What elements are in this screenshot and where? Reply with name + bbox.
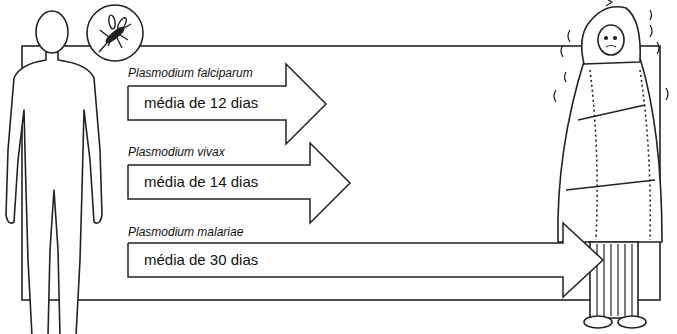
species-name: Plasmodium vivax bbox=[128, 145, 225, 160]
arrow-box: Plasmodium falciparum média de 12 dias bbox=[128, 64, 326, 144]
species-name: Plasmodium malariae bbox=[128, 225, 243, 240]
species-name: Plasmodium falciparum bbox=[128, 66, 253, 81]
arrow-outline bbox=[128, 143, 350, 223]
incubation-label: média de 12 dias bbox=[144, 94, 258, 112]
incubation-label: média de 30 dias bbox=[144, 251, 258, 269]
incubation-label: média de 14 dias bbox=[144, 173, 258, 191]
mosquito-icon bbox=[87, 5, 143, 61]
arrow-box: Plasmodium vivax média de 14 dias bbox=[128, 143, 350, 223]
healthy-person bbox=[6, 11, 102, 334]
arrow-outline bbox=[128, 64, 326, 144]
arrow-outline bbox=[128, 223, 603, 297]
arrow-box: Plasmodium malariae média de 30 dias bbox=[128, 223, 603, 297]
